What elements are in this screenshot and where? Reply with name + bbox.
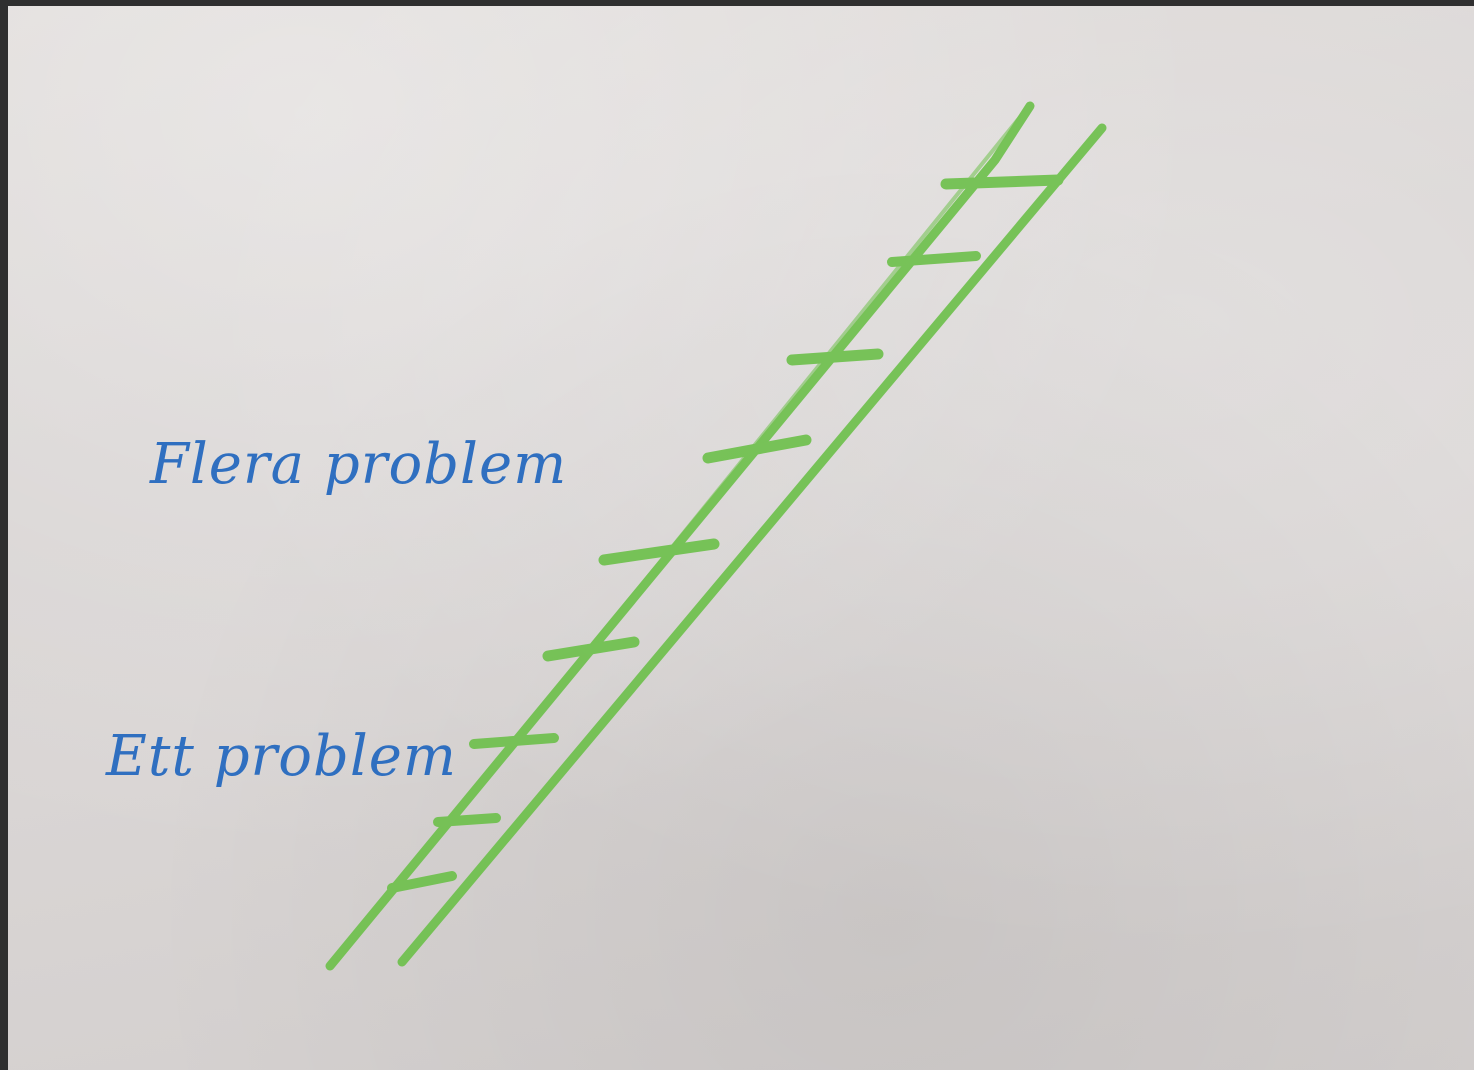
ladder-rung [548, 642, 634, 656]
ladder-rung [604, 544, 714, 560]
ladder-rung [946, 180, 1058, 184]
ladder-rung [438, 818, 496, 822]
label-many-problems: Flera problem [150, 432, 567, 497]
label-one-problem: Ett problem [106, 724, 457, 789]
ladder-right-rail-texture [410, 134, 1096, 956]
ladder-rung [892, 256, 976, 262]
ladder-left-rail-texture [338, 112, 1024, 960]
ladder-rung [474, 738, 554, 744]
ladder [330, 106, 1102, 966]
ladder-rung [792, 354, 878, 360]
